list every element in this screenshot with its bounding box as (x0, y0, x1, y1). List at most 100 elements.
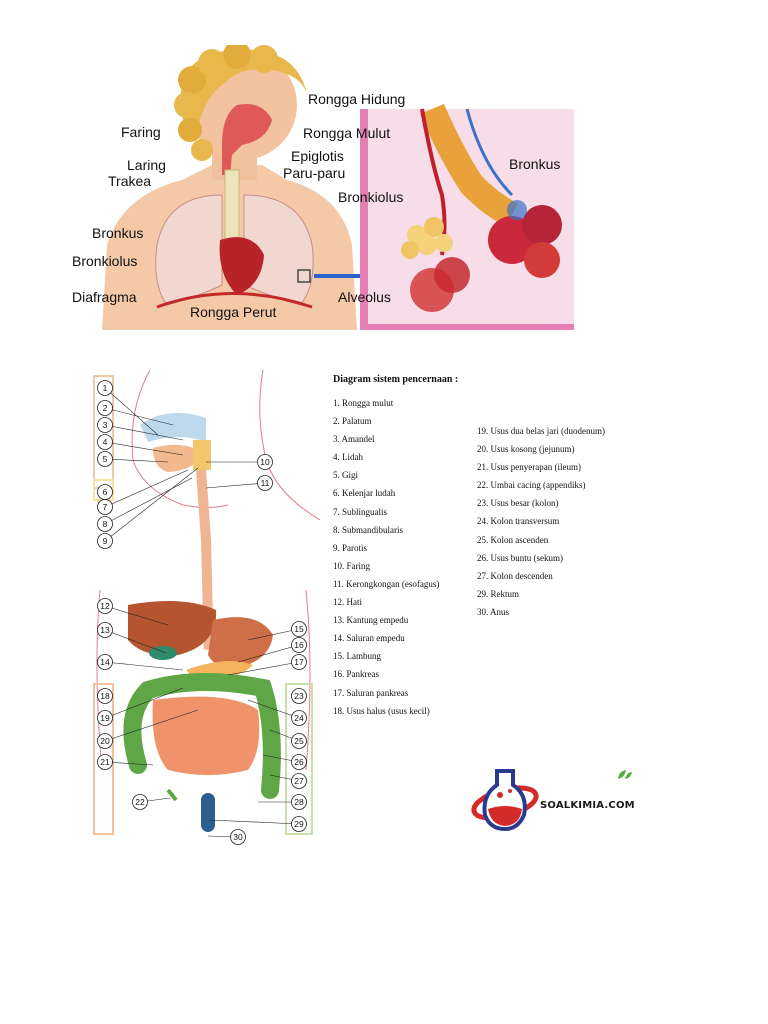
list-item: 30. Anus (477, 606, 510, 617)
digestive-title: Diagram sistem pencernaan : (333, 374, 459, 385)
marker-number: 19 (100, 713, 110, 723)
marker-circle (291, 710, 307, 726)
marker-number: 25 (294, 736, 304, 746)
list-item: 8. Submandibularis (333, 524, 403, 535)
flask-logo-icon (471, 769, 539, 832)
marker-number: 1 (103, 383, 108, 393)
marker-leader-line (104, 441, 184, 456)
marker-circle (132, 794, 148, 810)
marker-number: 23 (294, 691, 304, 701)
site-logo (470, 765, 632, 835)
marker-number: 13 (100, 625, 110, 635)
list-item: 22. Umbai cacing (appendiks) (477, 480, 586, 491)
label-rongga-mulut: Rongga Mulut (303, 125, 391, 141)
marker-leader-line (247, 628, 300, 641)
marker-number: 29 (294, 819, 304, 829)
marker-number: 3 (103, 420, 108, 430)
marker-number: 15 (294, 624, 304, 634)
marker-leader-line (104, 407, 174, 426)
marker-leader-line (227, 661, 300, 676)
list-item: 11. Kerongkongan (esofagus) (333, 578, 440, 589)
list-item: 4. Lidah (333, 452, 363, 463)
list-item: 23. Usus besar (kolon) (477, 498, 559, 509)
marker-number: 6 (103, 487, 108, 497)
marker-circle (291, 794, 307, 810)
marker-number: 16 (294, 640, 304, 650)
label-bronkus: Bronkus (92, 225, 144, 241)
marker-circle (97, 380, 113, 396)
marker-number: 24 (294, 713, 304, 723)
marker-circle (291, 621, 307, 637)
respiratory-illustration (72, 41, 574, 330)
marker-circle (291, 773, 307, 789)
list-item: 12. Hati (333, 597, 362, 608)
marker-number: 28 (294, 797, 304, 807)
list-item: 21. Usus penyerapan (ileum) (477, 462, 581, 473)
marker-circle (97, 733, 113, 749)
marker-circle (97, 533, 113, 549)
list-item: 19. Usus dua belas jari (duodenum) (477, 426, 605, 436)
list-item: 16. Pankreas (333, 669, 379, 680)
marker-number: 2 (103, 403, 108, 413)
marker-circle (291, 754, 307, 770)
list-item: 20. Usus kosong (jejunum) (477, 444, 575, 455)
marker-leader-line (104, 387, 159, 436)
marker-leader-line (104, 661, 184, 671)
label-faring: Faring (121, 124, 161, 140)
marker-leader-line (104, 424, 184, 441)
label-bronkus-detail: Bronkus (509, 156, 561, 172)
marker-circle (257, 454, 273, 470)
marker-leader-line (104, 469, 189, 508)
marker-leader-line (104, 458, 169, 463)
marker-circle (97, 622, 113, 638)
label-rongga-hidung: Rongga Hidung (308, 91, 406, 107)
list-item: 14. Saluran empedu (333, 633, 405, 644)
label-bronkiolus: Bronkiolus (72, 253, 138, 269)
marker-number: 21 (100, 757, 110, 767)
list-item: 9. Parotis (333, 542, 368, 553)
marker-circle (97, 710, 113, 726)
label-trakea: Trakea (108, 173, 152, 189)
list-item: 29. Rektum (477, 588, 519, 599)
marker-circle (291, 688, 307, 704)
list-item: 5. Gigi (333, 470, 359, 481)
marker-circle (97, 754, 113, 770)
list-item: 24. Kolon transversum (477, 516, 560, 527)
list-item: 18. Usus halus (usus kecil) (333, 705, 430, 716)
marker-leader-line (104, 687, 184, 719)
marker-leader-line (209, 819, 300, 825)
marker-circle (291, 654, 307, 670)
list-item: 10. Faring (333, 560, 370, 571)
marker-number: 10 (260, 457, 270, 467)
marker-circle (97, 451, 113, 467)
marker-leader-line (104, 709, 199, 742)
marker-number: 11 (261, 478, 270, 488)
marker-number: 8 (103, 519, 108, 529)
marker-leader-line (104, 629, 167, 654)
digestive-illustration: 1234567891011121314151617181920212223242… (93, 369, 321, 845)
marker-leader-line (104, 467, 199, 542)
marker-leader-line (205, 482, 266, 489)
label-laring: Laring (127, 157, 166, 173)
marker-leader-line (104, 477, 193, 525)
digestive-list-right: 19. Usus dua belas jari (duodenum) 20. U… (477, 422, 605, 621)
marker-circle (291, 637, 307, 653)
marker-number: 27 (294, 776, 304, 786)
marker-number: 18 (100, 691, 110, 701)
marker-number: 9 (103, 536, 108, 546)
marker-circle (230, 829, 246, 845)
list-item: 1. Rongga mulut (333, 398, 394, 408)
marker-group-box (285, 683, 313, 835)
marker-circle (97, 499, 113, 515)
marker-number: 20 (100, 736, 110, 746)
list-item: 13. Kantung empedu (333, 615, 409, 626)
list-item: 26. Usus buntu (sekum) (477, 552, 563, 563)
label-alveolus: Alveolus (338, 289, 391, 305)
marker-number: 30 (233, 832, 243, 842)
list-item: 3. Amandel (333, 434, 375, 445)
marker-number: 22 (135, 797, 145, 807)
list-item: 2. Palatum (333, 416, 372, 427)
marker-leader-line (104, 605, 169, 626)
marker-number: 12 (100, 601, 110, 611)
